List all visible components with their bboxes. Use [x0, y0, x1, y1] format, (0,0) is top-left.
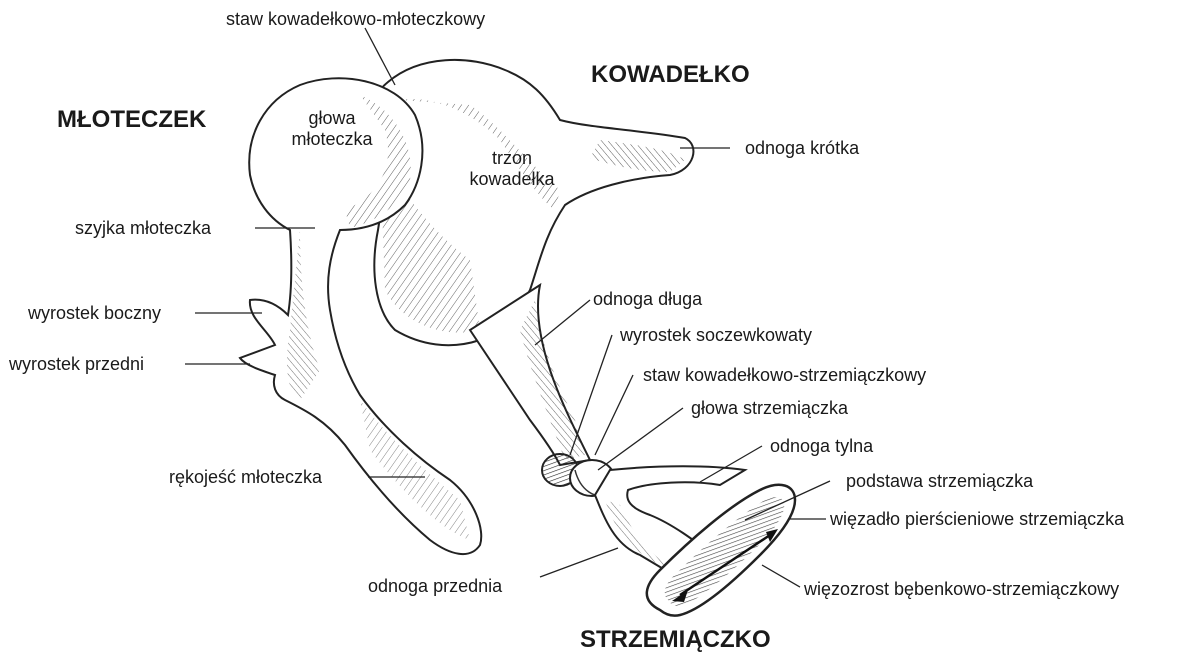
title-stapes: STRZEMIĄCZKO [580, 628, 771, 652]
label-trzon-kowadelka: trzon kowadełka [452, 148, 572, 189]
label-szyjka-mloteczka: szyjka młoteczka [75, 219, 211, 237]
label-odnoga-krotka: odnoga krótka [745, 139, 859, 157]
label-wiezadlo-pierscieniowe: więzadło pierścieniowe strzemiączka [830, 510, 1124, 528]
label-wiezozrost: więzozrost bębenkowo-strzemiączkowy [804, 580, 1119, 598]
label-wyrostek-soczewkowaty: wyrostek soczewkowaty [620, 326, 812, 344]
label-glowa-strzemiaczka: głowa strzemiączka [691, 399, 848, 417]
label-odnoga-dluga: odnoga długa [593, 290, 702, 308]
label-trzon-kowadelka-text: trzon kowadełka [469, 148, 554, 189]
label-odnoga-przednia: odnoga przednia [368, 577, 502, 595]
title-malleus: MŁOTECZEK [57, 108, 206, 132]
label-wyrostek-boczny: wyrostek boczny [28, 304, 161, 322]
label-staw-kowadelkowo-mloteczkowy: staw kowadełkowo-młoteczkowy [226, 10, 485, 28]
label-rekojesc-mloteczka: rękojeść młoteczka [169, 468, 322, 486]
label-staw-kowadelkowo-strzemiaczkowy: staw kowadełkowo-strzemiączkowy [643, 366, 926, 384]
label-glowa-mloteczka: głowa młoteczka [282, 108, 382, 149]
label-podstawa-strzemiaczka: podstawa strzemiączka [846, 472, 1033, 490]
label-glowa-mloteczka-text: głowa młoteczka [291, 108, 372, 149]
label-wyrostek-przedni: wyrostek przedni [9, 355, 144, 373]
label-odnoga-tylna: odnoga tylna [770, 437, 873, 455]
title-incus: KOWADEŁKO [591, 63, 750, 87]
